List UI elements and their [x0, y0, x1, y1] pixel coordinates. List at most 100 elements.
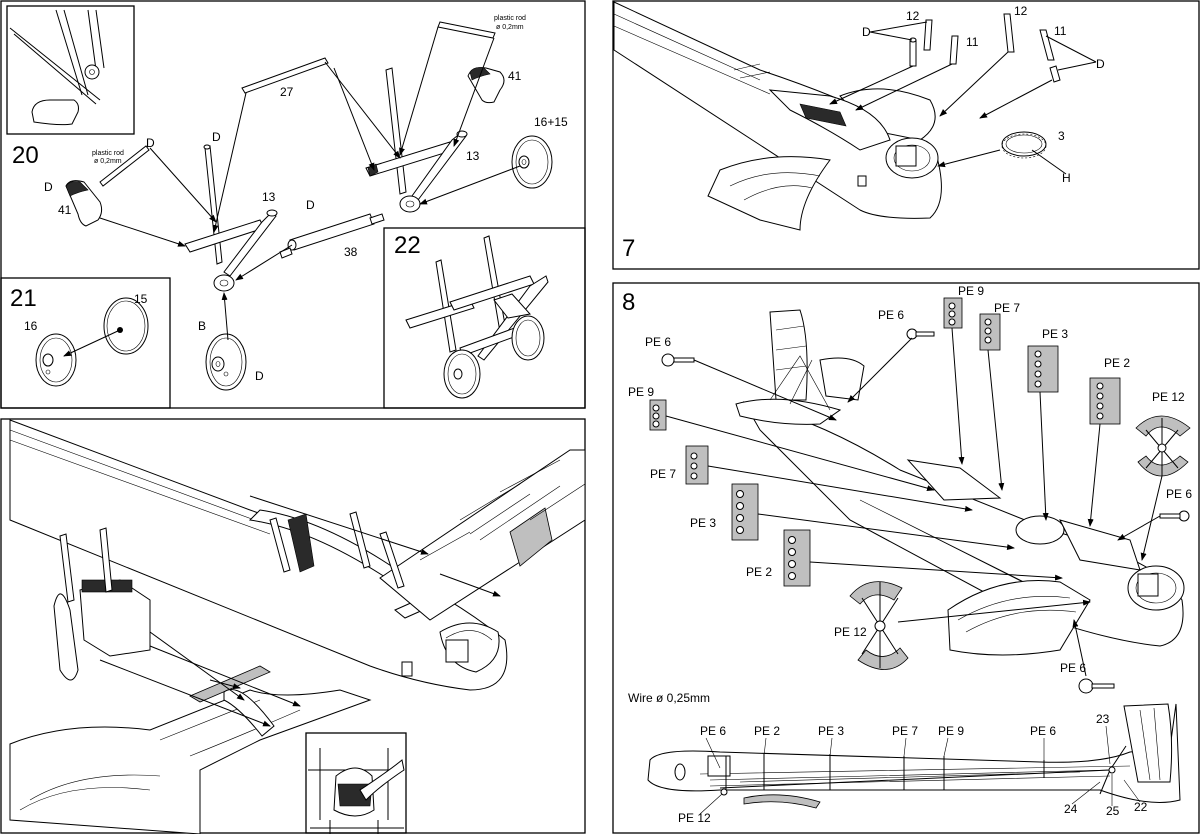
- ring-part-3: [1001, 131, 1047, 159]
- panel-22-frame: [383, 227, 586, 409]
- step-number-20: 20: [12, 142, 39, 169]
- label-15: 15: [134, 292, 148, 306]
- label-11-left: 11: [966, 35, 979, 49]
- pe-7-left-part: [685, 445, 709, 485]
- wire-note: Wire ø 0,25mm: [628, 691, 710, 705]
- rig-label-pe6a: PE 6: [700, 724, 726, 738]
- label-pe9-top: PE 9: [958, 284, 984, 298]
- label-12-left: 12: [906, 9, 920, 23]
- pe-12-right-part: [1135, 415, 1191, 477]
- step-number-8: 8: [622, 289, 635, 316]
- panel-8-frame: [612, 282, 1200, 834]
- label-pe6-left: PE 6: [645, 335, 671, 349]
- pe-2-top-part: [1089, 377, 1121, 425]
- panel-20-detail-inset: [6, 5, 135, 135]
- glue-d-4: D: [306, 198, 315, 212]
- pe-6-bottom-part: [1078, 678, 1115, 694]
- rigging-side-view: [647, 703, 1181, 809]
- label-16-15: 16+15: [534, 115, 568, 129]
- panel-step-20: 20 plastic rod ø 0,2mm plastic rod ø 0,2…: [0, 0, 586, 409]
- rod-bar-top: [437, 21, 496, 39]
- glue-d-5: D: [255, 369, 264, 383]
- rig-label-pe6b: PE 6: [1030, 724, 1056, 738]
- step-number-21: 21: [10, 285, 37, 312]
- panel-23-inset: [305, 732, 407, 834]
- label-pe2-top: PE 2: [1104, 356, 1130, 370]
- label-pe6-top: PE 6: [878, 308, 904, 322]
- rod-note-size: ø 0,2mm: [496, 24, 524, 31]
- rig-label-25: 25: [1106, 804, 1120, 818]
- wheel-16-15: [511, 135, 553, 189]
- panel-step-23: 23: [0, 418, 586, 834]
- panel-step-8: 8: [612, 282, 1200, 834]
- tail-unit-8: [735, 309, 865, 425]
- inset-front-view: [308, 748, 405, 834]
- rig-label-pe3: PE 3: [818, 724, 844, 738]
- struts-7: [909, 13, 1061, 83]
- pe-12-left-part: [849, 581, 909, 670]
- glue-d-1: D: [212, 130, 221, 144]
- panel-step-21: 21 15 16: [0, 277, 171, 409]
- rig-label-pe12: PE 12: [678, 811, 711, 825]
- label-pe12-left: PE 12: [834, 625, 867, 639]
- pe-3-left-part: [731, 483, 759, 541]
- glue-d-7-right: D: [1096, 57, 1105, 71]
- panel-23-frame: [0, 418, 586, 834]
- label-pe7-top: PE 7: [994, 301, 1020, 315]
- label-13-left: 13: [262, 190, 276, 204]
- label-27: 27: [280, 85, 294, 99]
- plastic-rod-left: [99, 145, 150, 187]
- assembled-landing-gear: [405, 235, 549, 399]
- part-27-bar: [241, 57, 329, 94]
- pe-7-top-part: [979, 313, 1001, 351]
- label-pe7-left: PE 7: [650, 467, 676, 481]
- step-number-22: 22: [394, 232, 421, 259]
- rod-note2-size: ø 0,2mm: [94, 158, 122, 165]
- panel-step-22: 22: [383, 227, 586, 409]
- label-3: 3: [1058, 129, 1065, 143]
- pe-6-top-part: [906, 328, 935, 340]
- panel-21-frame: [0, 277, 171, 409]
- rig-label-pe9: PE 9: [938, 724, 964, 738]
- rig-label-24: 24: [1064, 802, 1078, 816]
- pe-6-left-part: [661, 353, 695, 367]
- panel-20-frame: [0, 0, 586, 409]
- label-b: B: [198, 319, 206, 333]
- label-41-right: 41: [508, 69, 522, 83]
- pe-9-top-part: [943, 297, 963, 329]
- rig-label-22: 22: [1134, 800, 1148, 814]
- panel-step-7: 7: [612, 0, 1200, 270]
- engine-nacelle-23: [53, 511, 405, 681]
- label-pe6-bottom: PE 6: [1060, 661, 1086, 675]
- label-pe3-left: PE 3: [690, 516, 716, 530]
- label-41-left: 41: [58, 203, 72, 217]
- wheel-b: [205, 333, 247, 391]
- label-pe6-right: PE 6: [1166, 487, 1192, 501]
- wheel-part-16: [35, 333, 77, 387]
- label-13-right: 13: [466, 149, 480, 163]
- fuselage-view-7: [613, 1, 942, 231]
- step-number-7: 7: [622, 235, 635, 262]
- right-strut-assembly: [365, 67, 468, 213]
- rig-label-pe2: PE 2: [754, 724, 780, 738]
- lower-wing-23: [9, 665, 372, 834]
- left-strut-assembly: [184, 144, 278, 292]
- wheel-part-15: [103, 297, 149, 355]
- label-38: 38: [344, 245, 358, 259]
- rig-label-pe7: PE 7: [892, 724, 918, 738]
- rod-note-title: plastic rod: [494, 15, 526, 22]
- label-pe9-left: PE 9: [628, 385, 654, 399]
- panel-7-frame: [612, 0, 1200, 270]
- strut-foot-detail: [9, 9, 105, 126]
- glue-d-2: D: [44, 180, 53, 194]
- label-12-right: 12: [1014, 4, 1028, 18]
- rod-note2-title: plastic rod: [92, 150, 124, 157]
- pe-2-left-part: [783, 529, 811, 587]
- pe-6-right-part: [1159, 510, 1190, 522]
- label-pe3-top: PE 3: [1042, 327, 1068, 341]
- glue-d-7-left: D: [862, 25, 871, 39]
- pe-9-left-part: [649, 399, 667, 431]
- glue-h: H: [1062, 171, 1071, 185]
- pe-3-top-part: [1027, 345, 1059, 393]
